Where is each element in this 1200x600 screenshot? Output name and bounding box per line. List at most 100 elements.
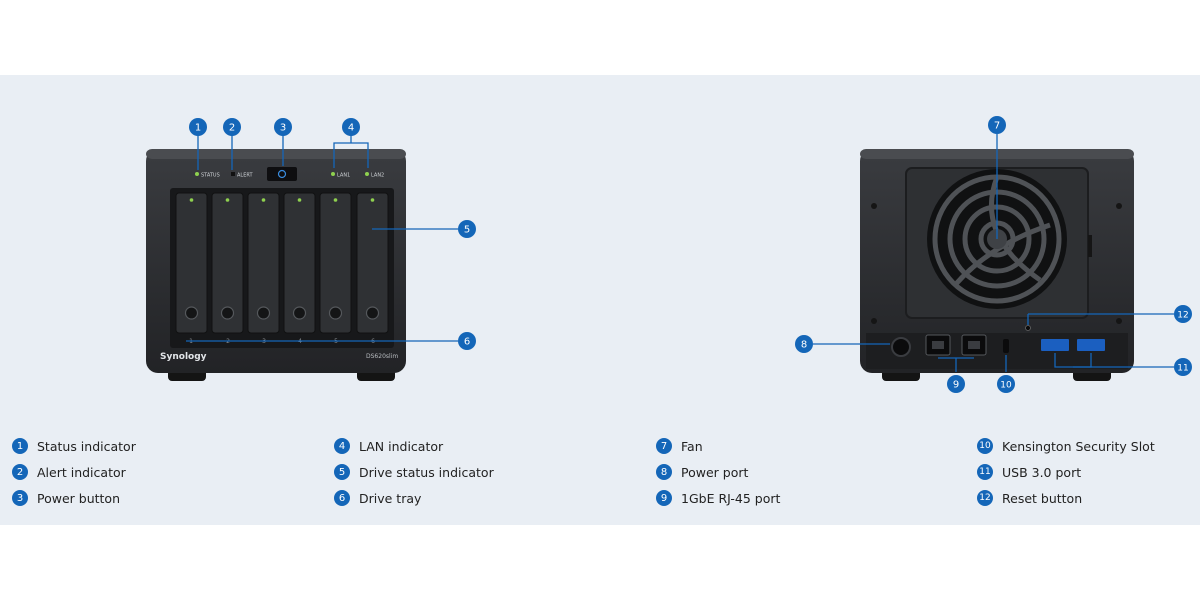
callout-number: 2	[229, 123, 235, 134]
drive-status-led	[370, 198, 375, 202]
front-top-edge	[146, 149, 406, 159]
drive-trays	[175, 192, 389, 334]
legend-number: 4	[334, 438, 350, 454]
callout-number: 1	[195, 123, 201, 134]
drive-status-led	[225, 198, 230, 202]
status-led	[195, 172, 199, 176]
legend-label: Power button	[37, 490, 120, 506]
lan-port-1-socket	[932, 341, 944, 349]
callout-number: 9	[953, 380, 959, 391]
legend-item: 3 Power button	[12, 485, 312, 511]
callout-number: 10	[1000, 381, 1012, 391]
legend-number: 2	[12, 464, 28, 480]
screw	[1116, 318, 1122, 324]
callout-number: 8	[801, 340, 807, 351]
front-view: STATUS ALERT LAN1 LAN2 1 2 3 4 5 6 Synol…	[146, 149, 406, 381]
callout-5: 5	[458, 220, 476, 238]
legend-column-3: 7 Fan 8 Power port 9 1GbE RJ-45 port	[656, 433, 956, 511]
status-led-label: STATUS	[201, 173, 220, 179]
legend-number: 3	[12, 490, 28, 506]
leader-lines	[186, 134, 1174, 372]
drive-tray[interactable]	[356, 192, 389, 334]
tray-lock-icon[interactable]	[220, 306, 235, 320]
legend-number: 6	[334, 490, 350, 506]
callout-7: 7	[988, 116, 1006, 134]
legend-number: 7	[656, 438, 672, 454]
drive-tray[interactable]	[211, 192, 244, 334]
lan-port-2-socket	[968, 341, 980, 349]
callout-number: 7	[994, 121, 1000, 132]
power-icon	[277, 169, 287, 179]
legend-number: 10	[977, 438, 993, 454]
lan1-led-label: LAN1	[337, 173, 350, 179]
drive-status-led	[333, 198, 338, 202]
legend-item: 4 LAN indicator	[334, 433, 634, 459]
drive-status-led	[297, 198, 302, 202]
tray-lock-icon[interactable]	[184, 306, 199, 320]
legend-label: Reset button	[1002, 490, 1083, 506]
nas-diagram: STATUS ALERT LAN1 LAN2 1 2 3 4 5 6 Synol…	[146, 116, 1192, 393]
lan2-led	[365, 172, 369, 176]
legend-label: Fan	[681, 438, 703, 454]
callout-number: 11	[1177, 364, 1188, 374]
legend-item: 8 Power port	[656, 459, 956, 485]
legend-item: 7 Fan	[656, 433, 956, 459]
usb-port-2[interactable]	[1077, 339, 1105, 351]
alert-led-label: ALERT	[237, 173, 253, 179]
callout-11: 11	[1174, 358, 1192, 376]
drive-tray[interactable]	[247, 192, 280, 334]
panel-latch	[1088, 235, 1092, 257]
legend-item: 6 Drive tray	[334, 485, 634, 511]
callout-12: 12	[1174, 305, 1192, 323]
callout-8: 8	[795, 335, 813, 353]
callout-9: 9	[947, 375, 965, 393]
callout-1: 1	[189, 118, 207, 136]
callout-number: 5	[464, 225, 470, 236]
model-label: DS620slim	[366, 353, 398, 360]
callout-badges: 1 2 3 4 5 6 7 8 9 10 11 12	[189, 116, 1192, 393]
kensington-slot[interactable]	[1003, 339, 1009, 353]
tray-lock-icon[interactable]	[256, 306, 271, 320]
brand-logo: Synology	[160, 352, 207, 362]
legend-label: USB 3.0 port	[1002, 464, 1082, 480]
callout-number: 6	[464, 337, 470, 348]
alert-led	[231, 172, 235, 176]
usb-port-1[interactable]	[1041, 339, 1069, 351]
power-button[interactable]	[267, 167, 297, 181]
tray-lock-icon[interactable]	[328, 306, 343, 320]
tray-lock-icon[interactable]	[292, 306, 307, 320]
callout-number: 12	[1177, 311, 1188, 321]
callout-4: 4	[342, 118, 360, 136]
legend-label: 1GbE RJ-45 port	[681, 490, 781, 506]
lan1-led	[331, 172, 335, 176]
callout-3: 3	[274, 118, 292, 136]
legend-item: 2 Alert indicator	[12, 459, 312, 485]
legend-label: LAN indicator	[359, 438, 444, 454]
callout-number: 4	[348, 123, 354, 134]
legend-number: 5	[334, 464, 350, 480]
drive-tray[interactable]	[175, 192, 208, 334]
drive-status-led	[261, 198, 266, 202]
tray-lock-icon[interactable]	[365, 306, 380, 320]
reset-button[interactable]	[1025, 325, 1031, 331]
screw	[871, 318, 877, 324]
legend-label: Power port	[681, 464, 749, 480]
drive-tray[interactable]	[283, 192, 316, 334]
callout-number: 3	[280, 123, 286, 134]
legend-number: 8	[656, 464, 672, 480]
legend-number: 1	[12, 438, 28, 454]
drive-tray[interactable]	[319, 192, 352, 334]
legend-label: Alert indicator	[37, 464, 126, 480]
legend-number: 9	[656, 490, 672, 506]
legend-label: Drive tray	[359, 490, 422, 506]
callout-6: 6	[458, 332, 476, 350]
power-port[interactable]	[891, 337, 911, 357]
